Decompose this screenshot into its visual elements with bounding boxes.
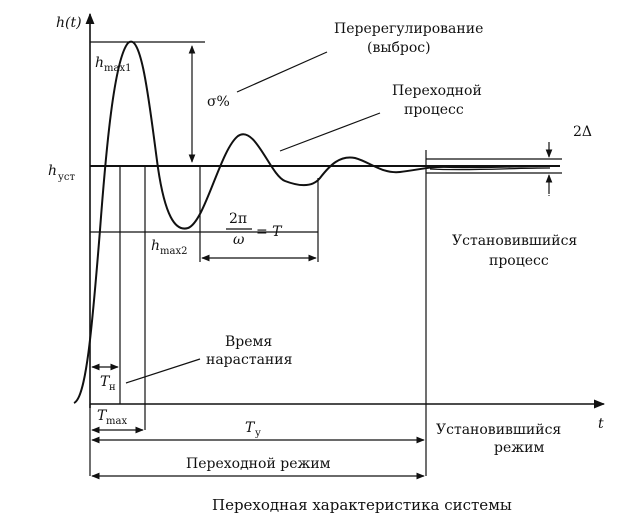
x-axis-label: t: [598, 416, 604, 432]
rise-label-1: Время: [225, 334, 272, 350]
transient-mode-label: Переходной режим: [186, 456, 331, 472]
hmax1-sub: max1: [104, 63, 131, 74]
y-axis-label: h(t): [56, 15, 82, 31]
response-curve: [73, 40, 551, 404]
h-ust-sub: уст: [58, 172, 75, 183]
period-numerator: 2π: [229, 211, 247, 227]
response-curve-band-edge: [429, 167, 551, 171]
h-ust-label: h: [48, 163, 57, 179]
tmax-sub: max: [106, 416, 127, 427]
hmax1-label: h: [95, 55, 104, 71]
transient-label-2: процесс: [404, 102, 464, 118]
hmax2-sub: max2: [160, 246, 187, 257]
overshoot-leader: [236, 51, 328, 93]
overshoot-label-2: (выброс): [367, 40, 431, 56]
steady-mode-label-1: Установившийся: [436, 422, 561, 438]
hmax2-label: h: [151, 238, 160, 254]
tn-sub: н: [109, 382, 116, 393]
steady-mode-label-2: режим: [494, 440, 544, 456]
overshoot-label-1: Перерегулирование: [334, 21, 483, 37]
transient-leader: [279, 112, 381, 152]
ty-label: T: [245, 420, 256, 436]
rise-leader: [125, 358, 201, 384]
period-denominator: ω: [233, 232, 245, 248]
rise-label-2: нарастания: [206, 352, 293, 368]
steady-process-label-2: процесс: [489, 253, 549, 269]
sigma-label: σ%: [207, 94, 230, 110]
tn-label: T: [100, 374, 111, 390]
diagram-caption: Переходная характеристика системы: [212, 496, 512, 514]
transient-label-1: Переходной: [392, 83, 482, 99]
steady-process-label-1: Установившийся: [452, 233, 577, 249]
ty-sub: у: [255, 428, 261, 439]
tmax-label: T: [97, 408, 108, 424]
period-equals: = T: [256, 224, 283, 240]
two-delta-label: 2Δ: [573, 124, 592, 140]
